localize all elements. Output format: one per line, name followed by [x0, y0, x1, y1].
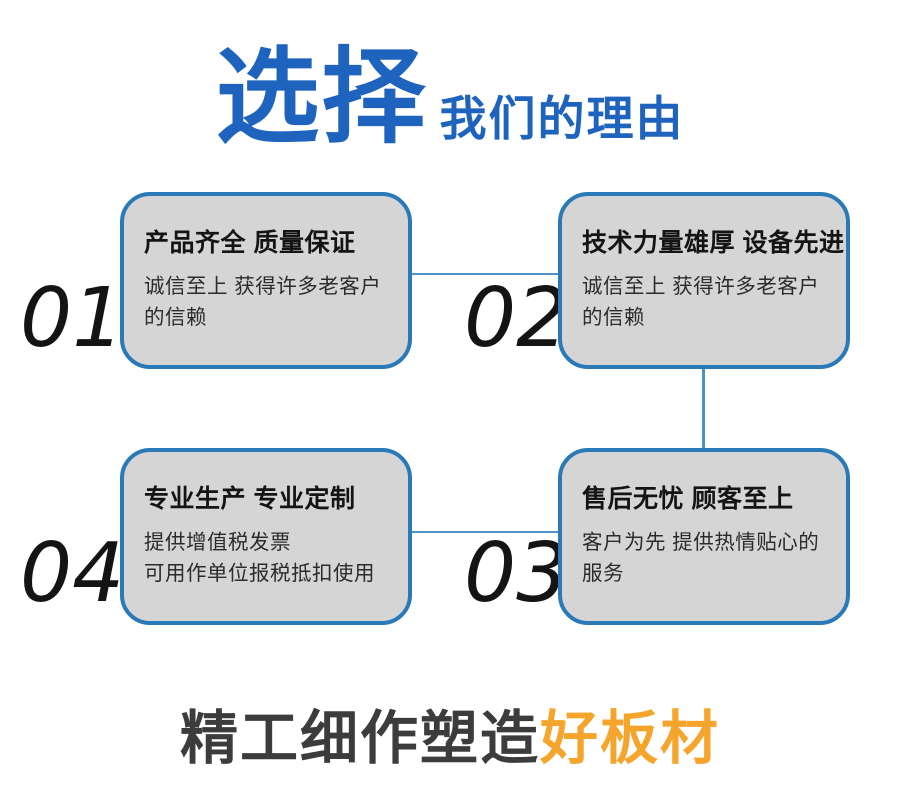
- step-number-01: 01: [20, 271, 125, 366]
- reason-card-03: 售后无忧 顾客至上 客户为先 提供热情贴心的服务: [558, 448, 850, 625]
- reason-card-title: 产品齐全 质量保证: [144, 229, 356, 257]
- reason-card-body: 诚信至上 获得许多老客户的信赖: [582, 275, 820, 329]
- reason-card-title: 专业生产 专业定制: [144, 485, 356, 513]
- connector-line-vertical: [702, 367, 705, 450]
- step-number-02: 02: [464, 271, 569, 366]
- reason-card-title: 售后无忧 顾客至上: [582, 485, 794, 513]
- reason-card-02: 技术力量雄厚 设备先进 诚信至上 获得许多老客户的信赖: [558, 192, 850, 369]
- reason-card-01: 产品齐全 质量保证 诚信至上 获得许多老客户的信赖: [120, 192, 412, 369]
- slogan-dark-text: 精工细作塑造: [179, 706, 540, 771]
- reason-card-body: 提供增值税发票 可用作单位报税抵扣使用: [144, 531, 375, 585]
- slogan-accent-text: 好板材: [540, 706, 721, 771]
- title-highlight: 选择: [215, 40, 428, 156]
- reason-card-title: 技术力量雄厚 设备先进: [582, 229, 845, 257]
- reason-card-body: 诚信至上 获得许多老客户的信赖: [144, 275, 382, 329]
- section-title: 选择 我们的理由: [0, 46, 900, 150]
- reason-card-body: 客户为先 提供热情贴心的服务: [582, 531, 820, 585]
- step-number-04: 04: [20, 526, 125, 621]
- connector-line-top: [410, 273, 558, 275]
- connector-line-bottom: [410, 531, 558, 533]
- title-rest: 我们的理由: [439, 92, 685, 145]
- slogan: 精工细作塑造好板材: [0, 703, 900, 776]
- step-number-03: 03: [464, 526, 569, 621]
- reason-card-04: 专业生产 专业定制 提供增值税发票 可用作单位报税抵扣使用: [120, 448, 412, 625]
